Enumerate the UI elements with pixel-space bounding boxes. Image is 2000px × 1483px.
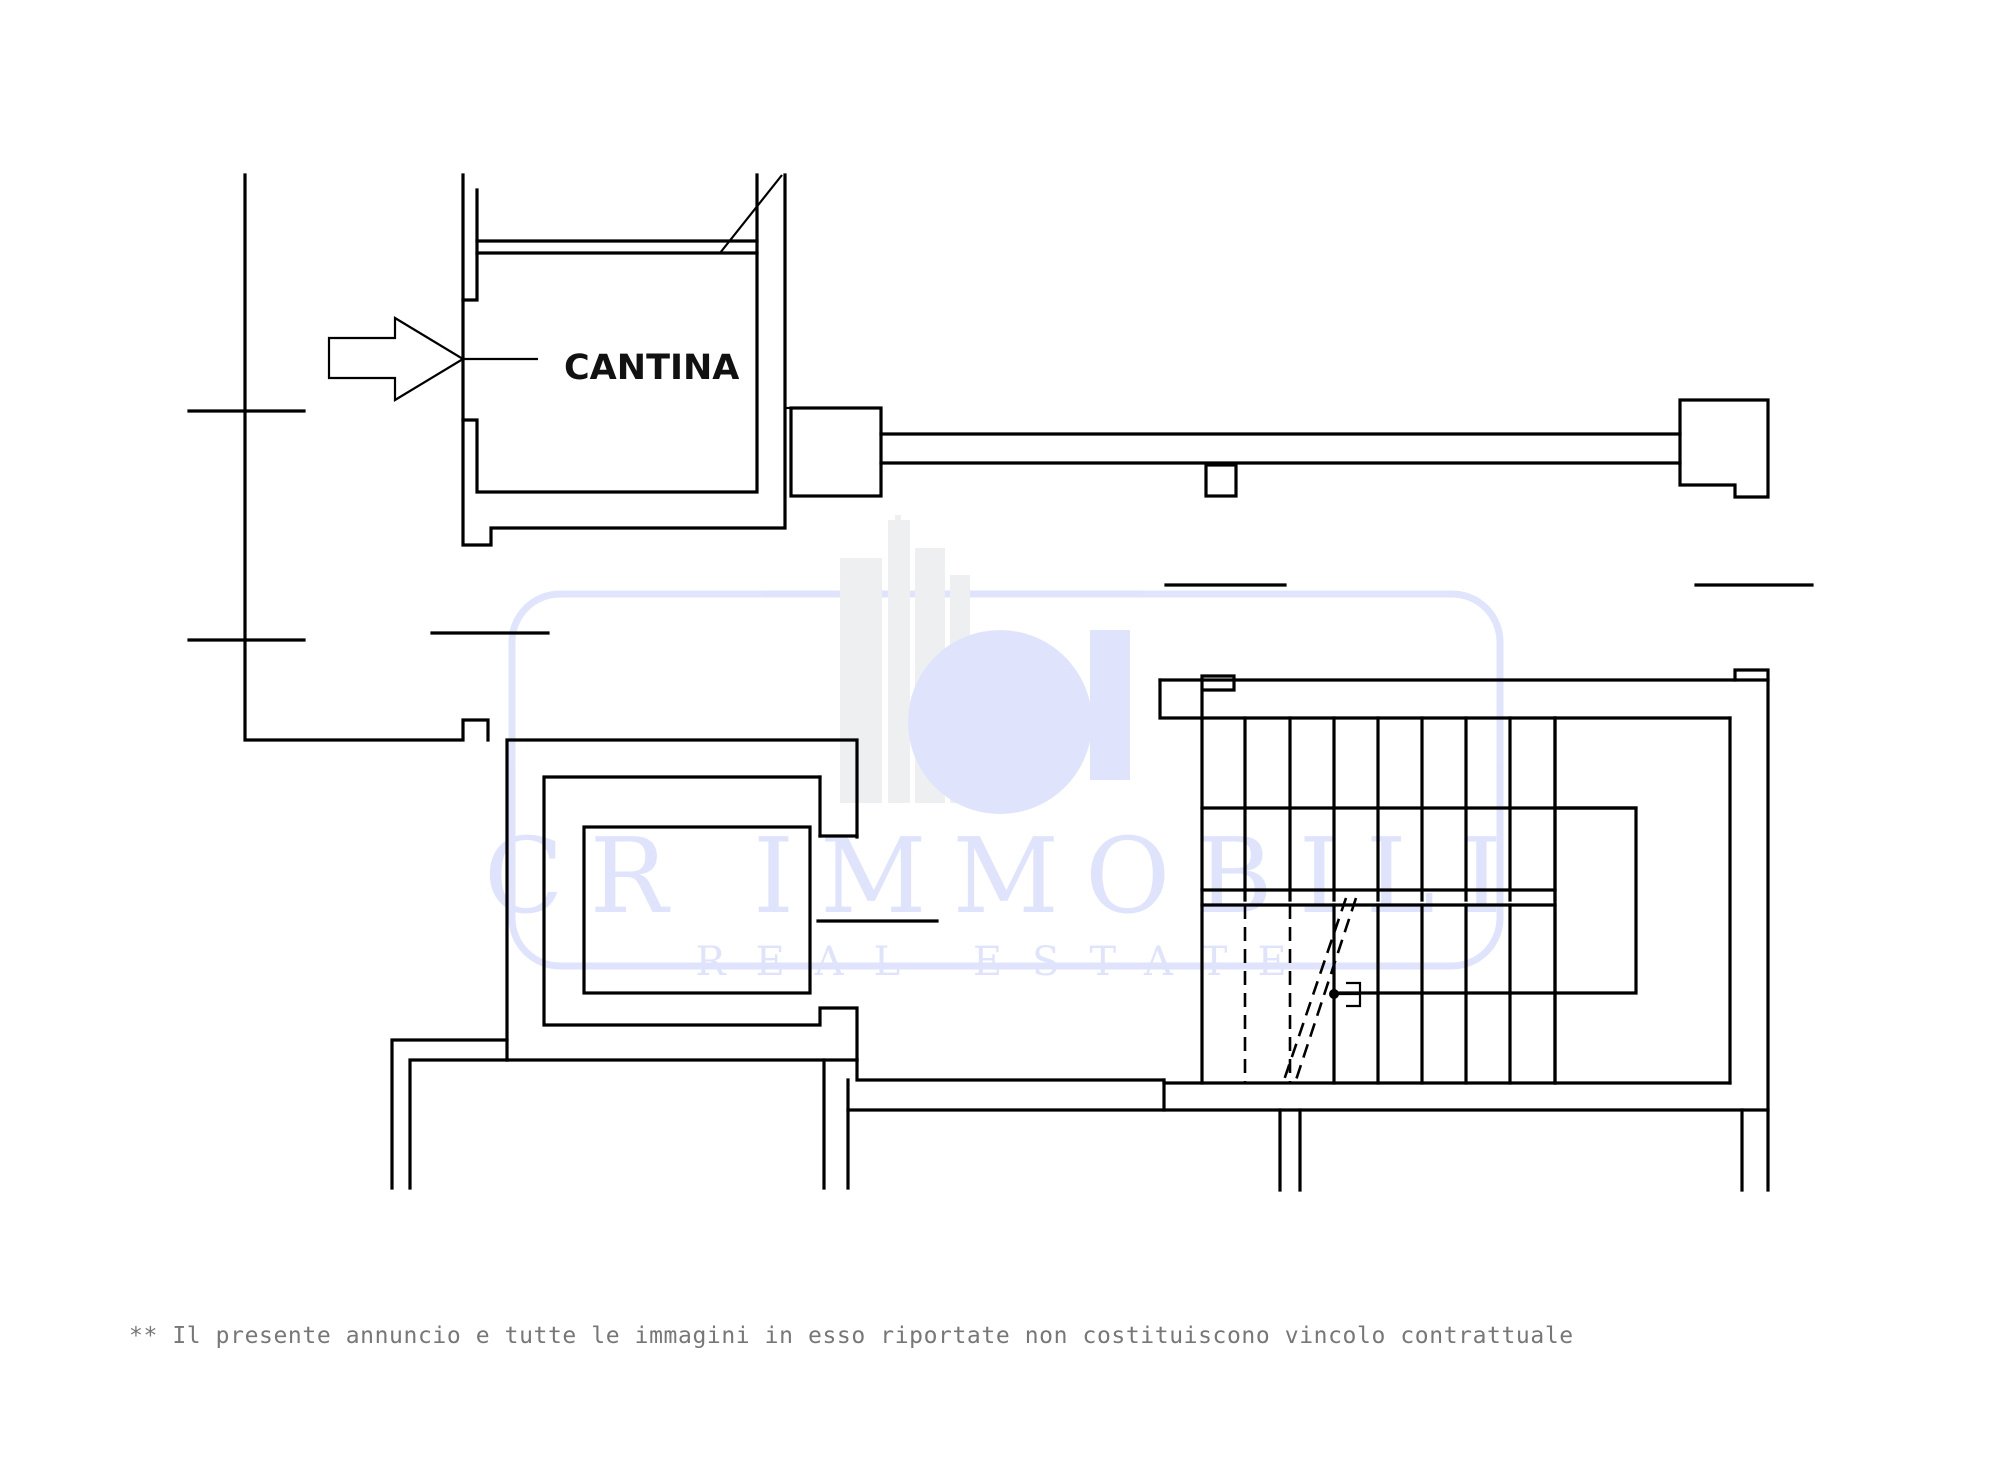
stair-direction-dot-icon	[1329, 989, 1339, 999]
left-wall	[187, 173, 550, 742]
cantina-room: CANTINA	[461, 173, 791, 547]
stairwell	[1158, 668, 1770, 1192]
disclaimer: ** Il presente annuncio e tutte le immag…	[129, 1323, 1574, 1349]
watermark-cr-logo-icon	[908, 630, 1130, 814]
watermark-brand: CR IMMOBILI	[484, 815, 1528, 937]
entrance-arrow-icon	[327, 316, 466, 402]
room-label-cantina: CANTINA	[564, 348, 739, 388]
watermark-skyline-icon	[840, 515, 970, 803]
watermark-frame	[508, 590, 1504, 970]
watermark-tagline: REAL ESTATE	[695, 939, 1316, 985]
elevator-block	[390, 738, 1166, 1190]
watermark: CR IMMOBILI REAL ESTATE	[484, 515, 1528, 985]
corridor-beam	[789, 398, 1814, 587]
